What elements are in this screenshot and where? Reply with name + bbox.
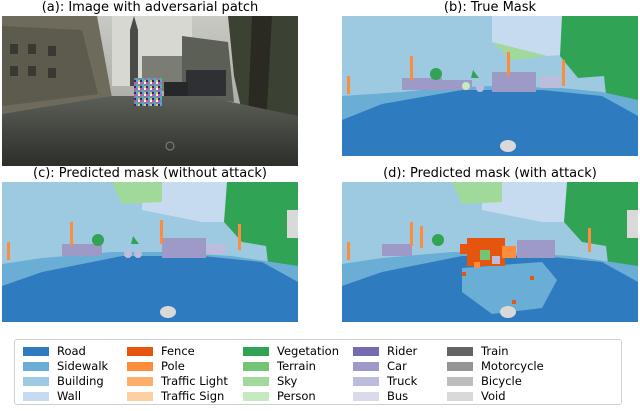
legend-swatch	[353, 346, 379, 356]
legend-item: Terrain	[243, 359, 316, 373]
legend-label: Traffic Sign	[161, 389, 225, 403]
legend-swatch	[447, 376, 473, 386]
predicted-mask-clean-panel	[2, 182, 298, 332]
legend-item: Car	[353, 359, 407, 373]
legend-item: Sky	[243, 374, 297, 388]
legend-swatch	[447, 361, 473, 371]
legend-item: Rider	[353, 344, 417, 358]
legend-label: Train	[481, 344, 509, 358]
legend-item: Sidewalk	[23, 359, 108, 373]
legend-swatch	[243, 346, 269, 356]
legend-item: Motorcycle	[447, 359, 544, 373]
legend-label: Traffic Light	[161, 374, 228, 388]
legend-swatch	[243, 391, 269, 401]
legend-item: Train	[447, 344, 509, 358]
panel-title-b: (b): True Mask	[443, 0, 537, 15]
predicted-mask-attack-panel	[342, 182, 638, 332]
legend-label: Bus	[387, 389, 409, 403]
legend-label: Wall	[57, 389, 82, 403]
legend-label: Car	[387, 359, 407, 373]
legend-swatch	[23, 346, 49, 356]
legend-swatch	[243, 361, 269, 371]
panel-title-d: (d): Predicted mask (with attack)	[383, 166, 597, 181]
legend-label: Fence	[161, 344, 195, 358]
legend-swatch	[127, 376, 153, 386]
legend-item: Wall	[23, 389, 81, 403]
legend-item: Person	[243, 389, 316, 403]
legend-label: Sky	[277, 374, 298, 388]
legend-item: Building	[23, 374, 104, 388]
legend-label: Road	[57, 344, 86, 358]
true-mask-panel	[342, 16, 638, 166]
legend-item: Bicycle	[447, 374, 522, 388]
legend-item: Truck	[353, 374, 417, 388]
legend-swatch	[23, 391, 49, 401]
legend-item: Void	[447, 389, 506, 403]
legend-item: Vegetation	[243, 344, 339, 358]
legend-item: Bus	[353, 389, 408, 403]
legend-label: Building	[57, 374, 104, 388]
legend-swatch	[447, 346, 473, 356]
legend-swatch	[353, 376, 379, 386]
legend-swatch	[447, 391, 473, 401]
adversarial-patch	[134, 78, 162, 106]
true-mask	[342, 16, 638, 166]
predicted-mask-clean	[2, 182, 298, 332]
legend-swatch	[353, 361, 379, 371]
legend-label: Void	[481, 389, 506, 403]
street-photo	[2, 16, 298, 166]
legend-label: Sidewalk	[57, 359, 109, 373]
legend-label: Vegetation	[277, 344, 340, 358]
legend-swatch	[23, 376, 49, 386]
legend-swatch	[243, 376, 269, 386]
legend-label: Rider	[387, 344, 418, 358]
legend-swatch	[353, 391, 379, 401]
legend-item: Fence	[127, 344, 195, 358]
legend-item: Traffic Light	[127, 374, 228, 388]
legend-swatch	[23, 361, 49, 371]
legend-label: Terrain	[277, 359, 316, 373]
legend-swatch	[127, 391, 153, 401]
legend-label: Truck	[387, 374, 418, 388]
legend-item: Pole	[127, 359, 185, 373]
panel-title-c: (c): Predicted mask (without attack)	[33, 166, 267, 181]
adversarial-image-panel	[2, 16, 298, 166]
panel-title-a: (a): Image with adversarial patch	[41, 0, 259, 15]
predicted-mask-attack	[342, 182, 638, 332]
legend-label: Person	[277, 389, 316, 403]
legend-label: Motorcycle	[481, 359, 544, 373]
legend-swatch	[127, 361, 153, 371]
legend-item: Traffic Sign	[127, 389, 224, 403]
legend-item: Road	[23, 344, 86, 358]
legend-label: Bicycle	[481, 374, 522, 388]
legend-label: Pole	[161, 359, 185, 373]
legend-swatch	[127, 346, 153, 356]
